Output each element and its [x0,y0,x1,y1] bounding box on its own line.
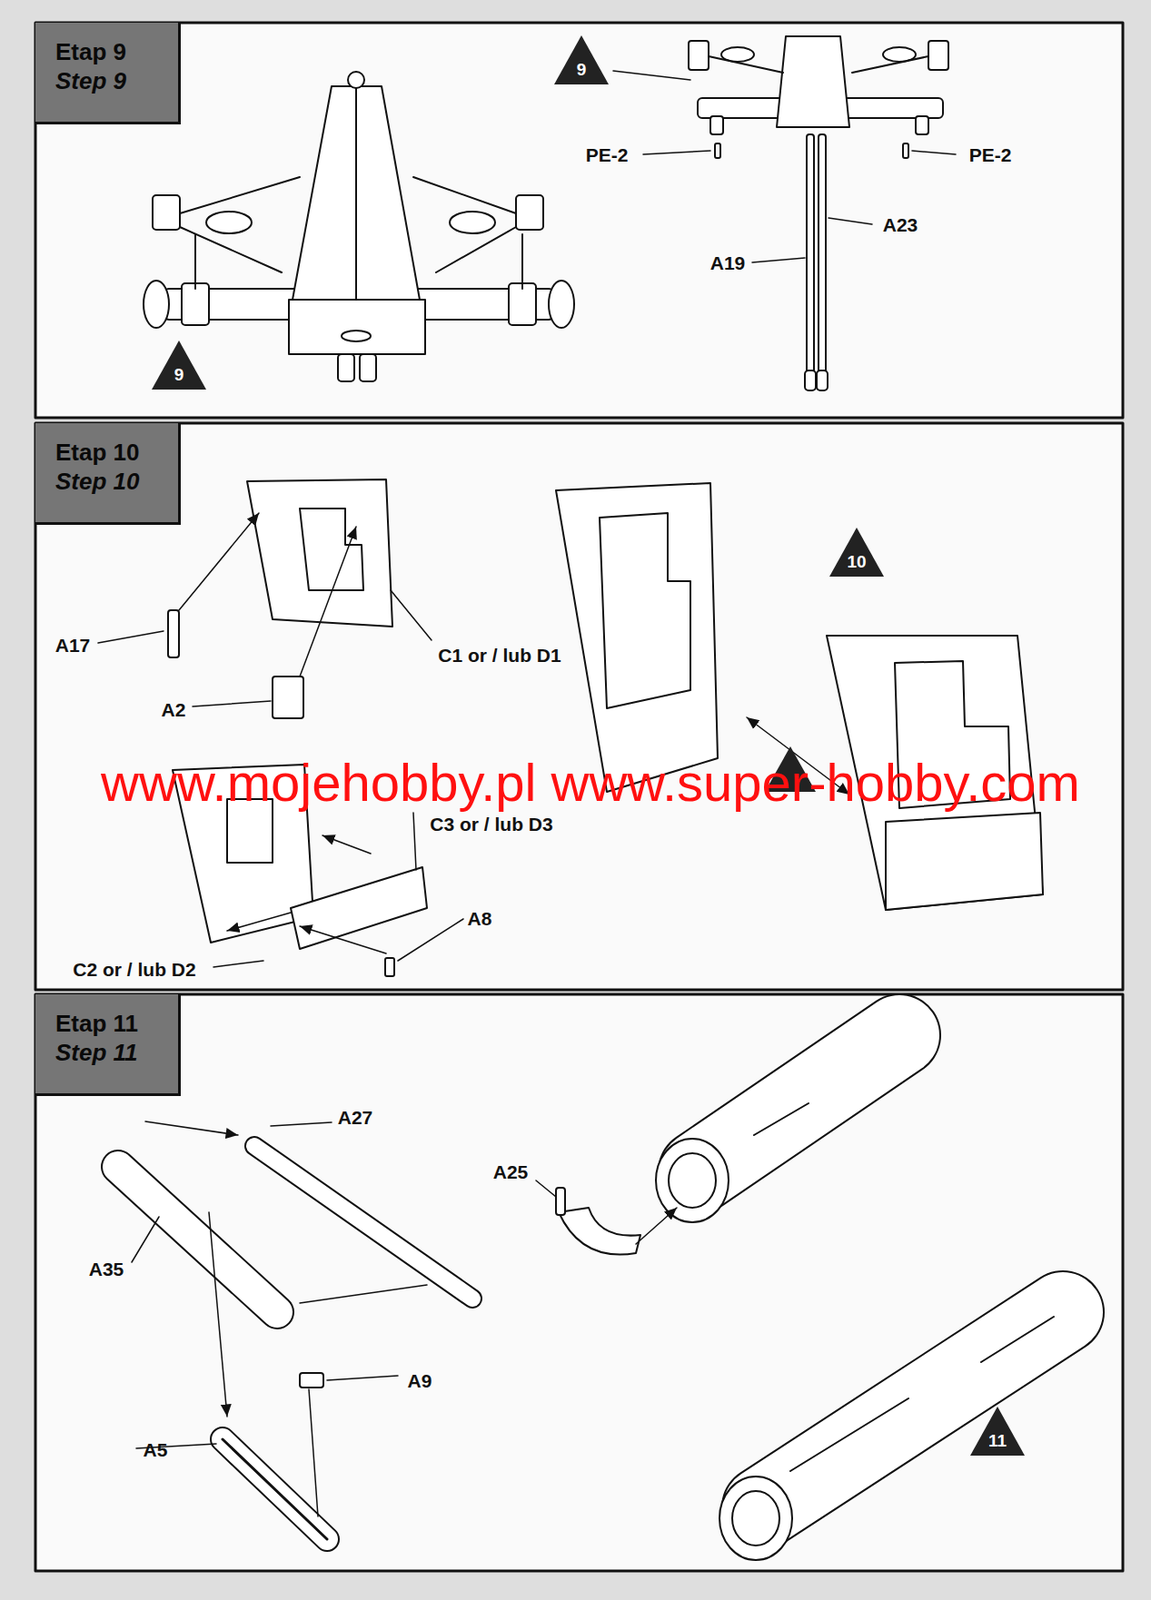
callout-number: 9 [553,59,610,80]
step-triangle: 10 [828,526,885,578]
part-label: A2 [161,699,187,722]
step-header: Etap 9Step 9 [35,22,181,125]
step-triangle: 9 [150,339,208,391]
step-header: Etap 11Step 11 [35,994,181,1097]
step-title: Etap 9 [55,37,159,67]
watermark: www.mojehobby.pl www.super-hobby.com [100,752,1081,814]
step-subtitle: Step 11 [55,1038,159,1068]
part-label: A27 [337,1107,374,1130]
part-label: A8 [467,908,493,931]
part-label: A25 [493,1161,529,1184]
part-label: C1 or / lub D1 [437,644,561,667]
part-label: PE-2 [969,144,1013,167]
part-label: A35 [89,1259,125,1281]
part-label: PE-2 [585,144,629,167]
step-title: Etap 11 [55,1009,159,1039]
step-title: Etap 10 [55,437,159,467]
part-label: A5 [143,1439,169,1462]
step-header: Etap 10Step 10 [35,423,181,526]
step-triangle: 11 [969,1406,1026,1458]
part-label: C2 or / lub D2 [72,959,196,982]
step-subtitle: Step 9 [55,66,159,96]
part-label: A19 [710,252,746,275]
part-label: A17 [55,635,91,657]
part-label: A23 [883,214,919,237]
callout-number: 11 [969,1431,1026,1452]
step-subtitle: Step 10 [55,466,159,497]
part-label: C3 or / lub D3 [429,813,553,836]
callout-number: 9 [150,365,208,386]
part-label: A9 [407,1370,433,1393]
step-triangle: 9 [553,34,610,86]
callout-number: 10 [828,552,885,573]
